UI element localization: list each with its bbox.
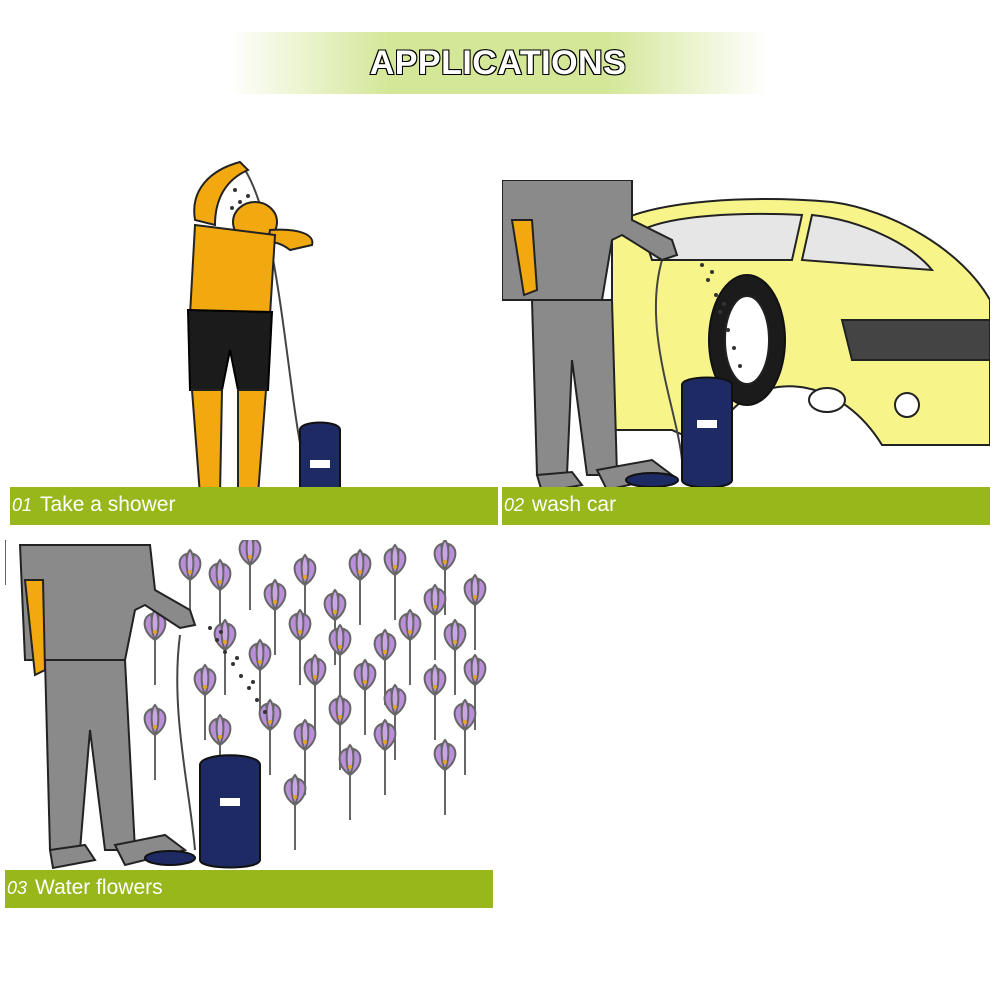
foot-pump-icon <box>625 472 679 488</box>
caption-shower: 01 Take a shower <box>12 493 175 517</box>
person-figure <box>18 544 197 870</box>
title-banner: APPLICATIONS <box>228 32 768 94</box>
person-figure <box>502 180 679 494</box>
water-bag-icon <box>199 754 261 869</box>
caption-label: Take a shower <box>40 493 176 516</box>
flower-instances <box>143 540 487 851</box>
car-icon <box>611 198 990 446</box>
water-bag-icon <box>681 376 733 489</box>
foot-pump-icon <box>144 850 196 866</box>
page-title: APPLICATIONS <box>369 43 627 83</box>
panel-car-wash: 02 wash car <box>502 180 990 526</box>
panel-shower: 01 Take a shower <box>10 150 498 526</box>
caption-bar: 03 Water flowers <box>5 870 493 908</box>
water-spray-icon <box>208 626 267 714</box>
hose-line <box>176 634 196 851</box>
caption-number: 02 <box>504 495 525 515</box>
hose-line <box>654 259 683 461</box>
caption-number: 03 <box>7 878 28 898</box>
flowers-illustration <box>5 540 487 870</box>
panel-water-flowers: 03 Water flowers <box>5 540 493 910</box>
flower-field-icon <box>5 540 7 585</box>
caption-bar: 01 Take a shower <box>10 487 498 525</box>
showering-person-figure <box>186 160 314 506</box>
caption-water-flowers: 03 Water flowers <box>7 876 163 900</box>
caption-number: 01 <box>12 495 33 515</box>
caption-label: wash car <box>532 493 617 516</box>
car-wash-illustration <box>502 180 990 494</box>
caption-bar: 02 wash car <box>502 487 990 525</box>
water-spray-icon <box>700 263 742 368</box>
caption-car-wash: 02 wash car <box>504 493 616 517</box>
caption-label: Water flowers <box>35 876 163 899</box>
shower-illustration <box>186 160 341 512</box>
